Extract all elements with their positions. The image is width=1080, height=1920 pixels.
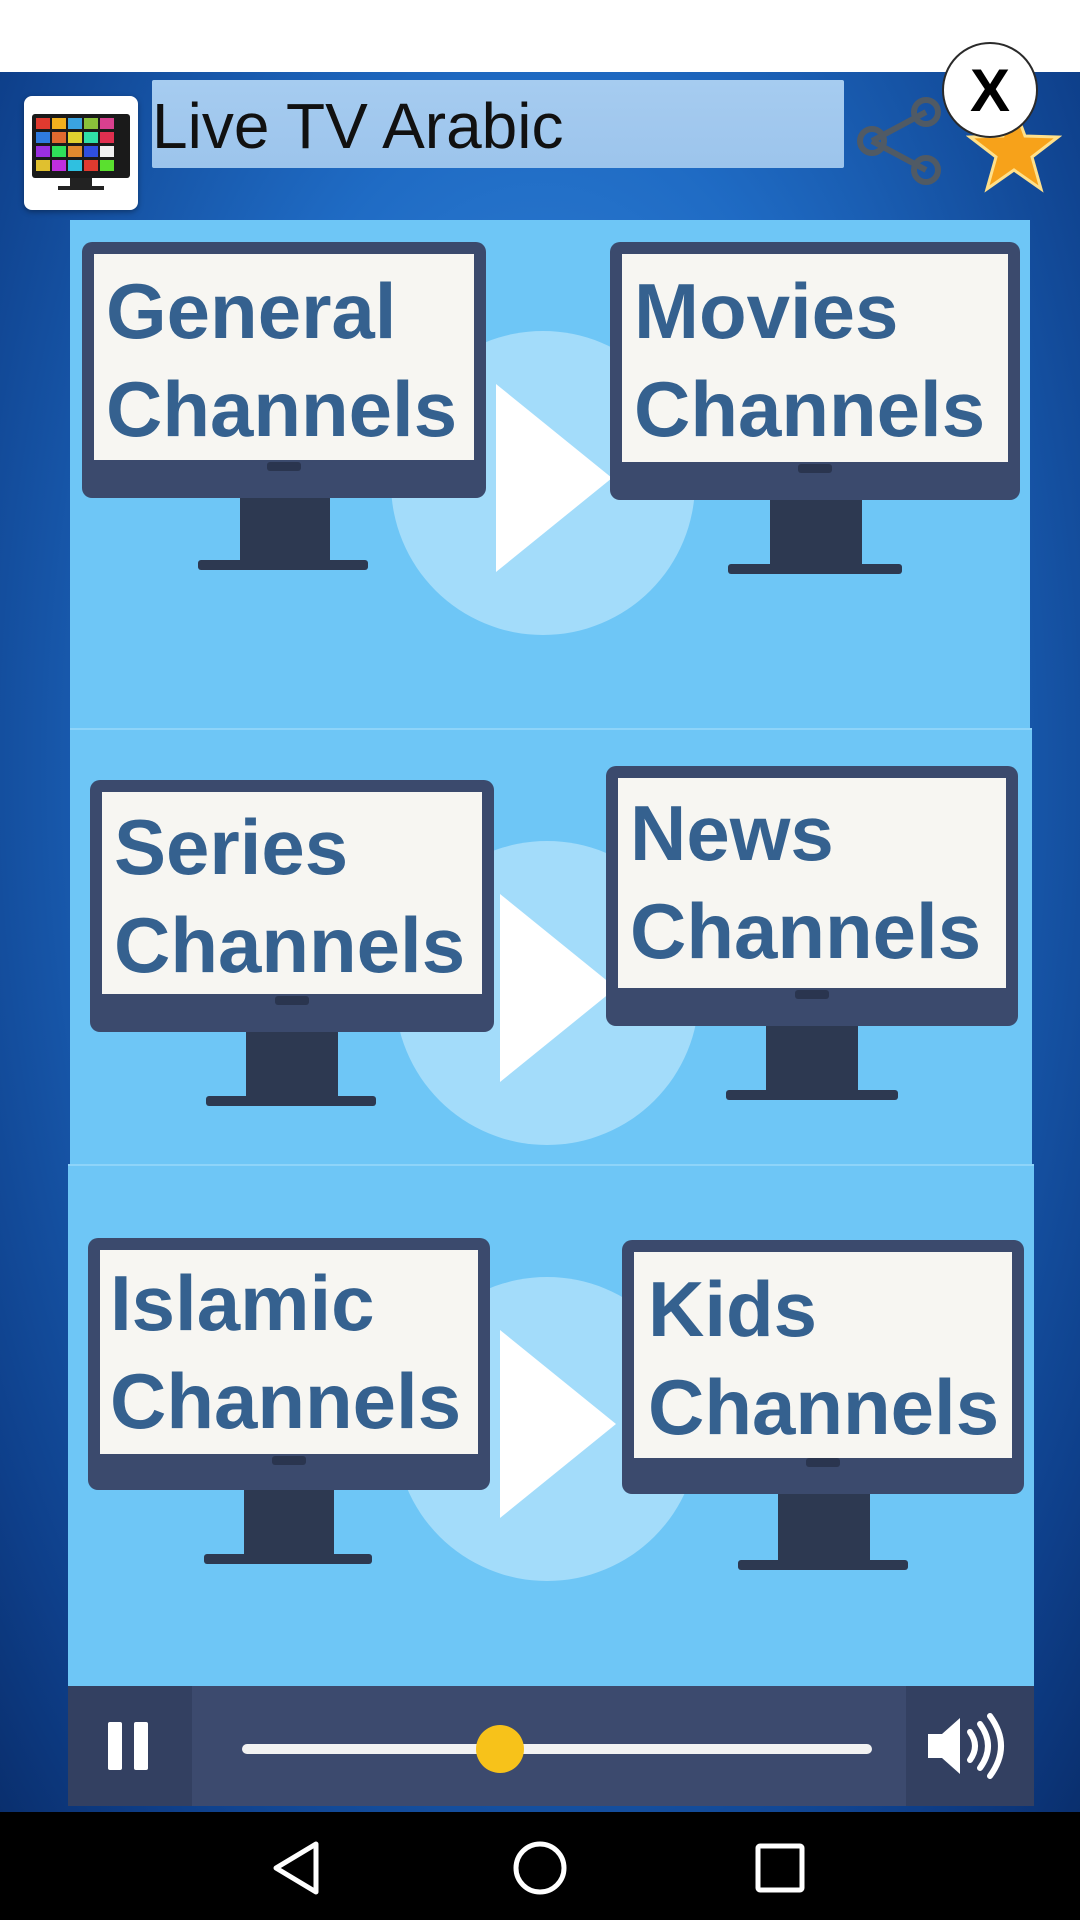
row-divider: [68, 1164, 1034, 1166]
pause-button[interactable]: [68, 1686, 192, 1806]
tv-app-icon: [24, 96, 138, 210]
pause-icon: [134, 1722, 148, 1770]
system-navigation-bar: [0, 1812, 1080, 1920]
category-label-line2: Channels: [106, 365, 458, 453]
seek-thumb[interactable]: [476, 1725, 525, 1773]
volume-button[interactable]: [906, 1686, 1034, 1806]
category-label-line1: Series: [114, 803, 349, 891]
status-bar: [0, 0, 1080, 72]
close-icon: X: [969, 56, 1011, 124]
category-label-line2: Channels: [648, 1363, 1000, 1451]
pause-icon: [108, 1722, 122, 1770]
category-general-channels[interactable]: General Channels: [82, 242, 486, 572]
home-icon[interactable]: [508, 1836, 572, 1900]
category-news-channels[interactable]: News Channels: [606, 766, 1018, 1102]
recents-icon[interactable]: [748, 1836, 812, 1900]
category-label-line1: Kids: [648, 1265, 818, 1353]
share-icon[interactable]: [850, 96, 946, 186]
category-label-line2: Channels: [110, 1357, 462, 1445]
close-button[interactable]: X: [942, 42, 1038, 138]
category-label-line2: Channels: [114, 901, 466, 989]
title-bar: [152, 80, 844, 168]
seek-bar[interactable]: [242, 1744, 872, 1754]
back-icon[interactable]: [266, 1836, 330, 1900]
category-series-channels[interactable]: Series Channels: [90, 780, 494, 1108]
category-label-line1: News: [630, 789, 834, 877]
category-label-line2: Channels: [634, 365, 986, 453]
category-label-line2: Channels: [630, 887, 982, 975]
volume-icon: [928, 1713, 1004, 1779]
category-kids-channels[interactable]: Kids Channels: [622, 1240, 1024, 1574]
category-label-line1: General: [106, 267, 397, 355]
row-divider: [70, 728, 1032, 730]
category-label-line1: Islamic: [110, 1259, 375, 1347]
app-title: Live TV Arabic: [152, 90, 564, 162]
category-label-line1: Movies: [634, 267, 899, 355]
category-islamic-channels[interactable]: Islamic Channels: [88, 1238, 490, 1568]
category-movies-channels[interactable]: Movies Channels: [610, 242, 1020, 576]
